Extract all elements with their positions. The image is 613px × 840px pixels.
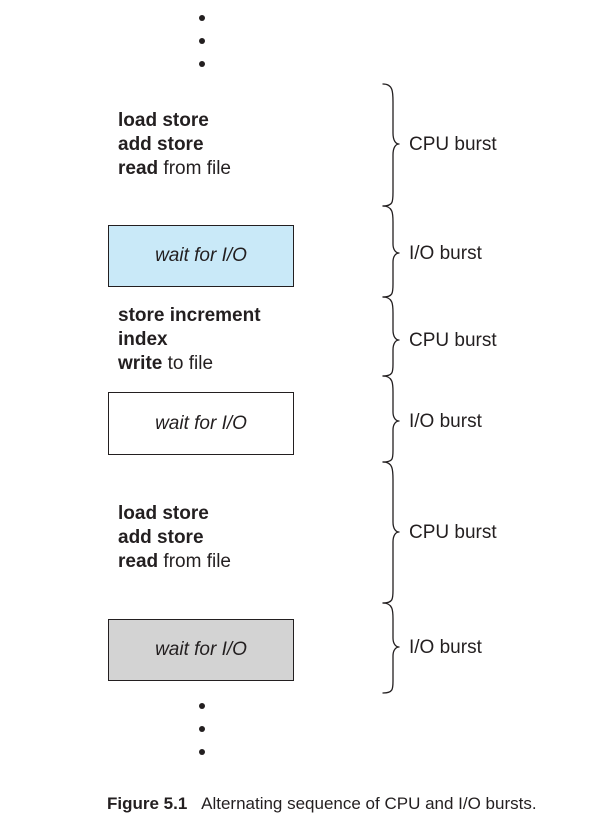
brace-4 bbox=[382, 375, 400, 463]
ellipsis-dot bbox=[199, 15, 205, 21]
burst-label-io-2: I/O burst bbox=[409, 411, 482, 432]
burst-label-cpu-1: CPU burst bbox=[409, 134, 497, 155]
cpu-code-block-2: store increment index write to file bbox=[118, 304, 261, 376]
brace-1 bbox=[382, 83, 400, 207]
code-line: add store bbox=[118, 527, 204, 548]
brace-5 bbox=[382, 461, 400, 604]
wait-for-io-label: wait for I/O bbox=[155, 245, 247, 266]
ellipsis-dot bbox=[199, 703, 205, 709]
wait-for-io-label: wait for I/O bbox=[155, 639, 247, 660]
figure-caption: Figure 5.1 Alternating sequence of CPU a… bbox=[107, 794, 537, 814]
brace-6 bbox=[382, 602, 400, 694]
burst-label-cpu-2: CPU burst bbox=[409, 330, 497, 351]
ellipsis-dot bbox=[199, 726, 205, 732]
burst-label-cpu-3: CPU burst bbox=[409, 522, 497, 543]
caption-text: Alternating sequence of CPU and I/O burs… bbox=[201, 794, 537, 813]
wait-for-io-box-3: wait for I/O bbox=[108, 619, 294, 681]
code-line: add store bbox=[118, 134, 204, 155]
burst-label-io-1: I/O burst bbox=[409, 243, 482, 264]
code-line: index bbox=[118, 329, 168, 350]
wait-for-io-label: wait for I/O bbox=[155, 412, 247, 434]
brace-3 bbox=[382, 296, 400, 377]
brace-2 bbox=[382, 205, 400, 298]
wait-for-io-box-2: wait for I/O bbox=[108, 392, 294, 455]
code-line: read from file bbox=[118, 158, 231, 179]
code-line: load store bbox=[118, 503, 209, 524]
code-line: load store bbox=[118, 110, 209, 131]
ellipsis-dot bbox=[199, 61, 205, 67]
code-line: read from file bbox=[118, 551, 231, 572]
code-line: write to file bbox=[118, 353, 214, 374]
cpu-code-block-3: load store add store read from file bbox=[118, 502, 231, 574]
code-line: store increment bbox=[118, 305, 261, 326]
ellipsis-dot bbox=[199, 38, 205, 44]
wait-for-io-box-1: wait for I/O bbox=[108, 225, 294, 287]
figure-number: Figure 5.1 bbox=[107, 794, 188, 813]
burst-label-io-3: I/O burst bbox=[409, 637, 482, 658]
cpu-code-block-1: load store add store read from file bbox=[118, 109, 231, 181]
ellipsis-dot bbox=[199, 749, 205, 755]
